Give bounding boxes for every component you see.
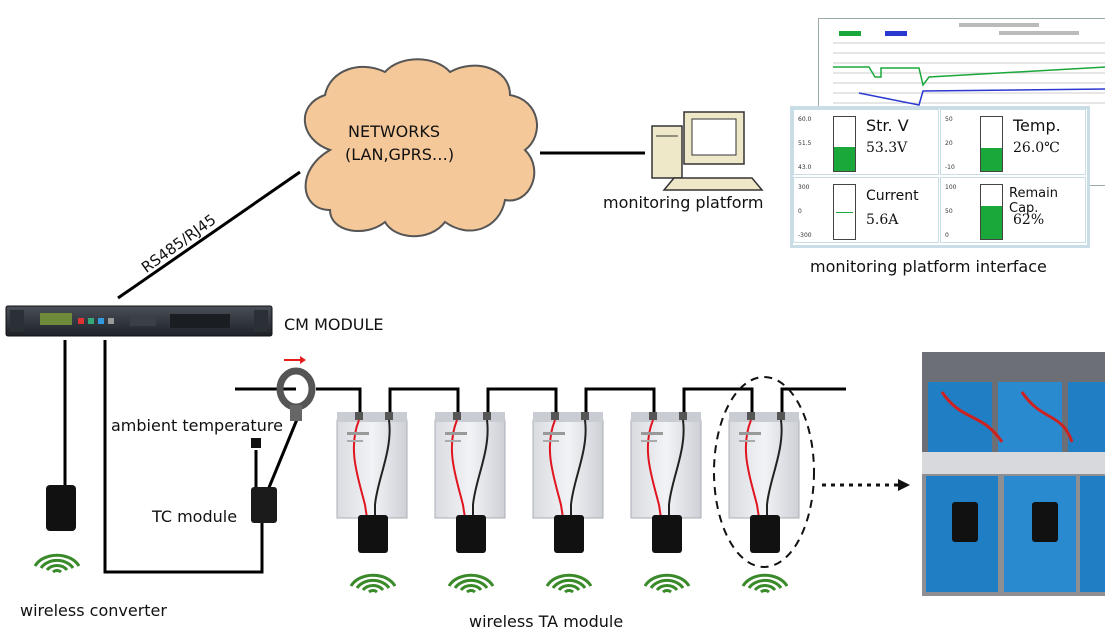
ta-module-device: [358, 515, 388, 553]
wireless-signal-icon: [643, 573, 691, 594]
interconnect-2-3: [486, 387, 558, 416]
battery-rack-photo: [922, 352, 1105, 596]
cloud-label-line1: NETWORKS: [348, 122, 441, 141]
wireless-signal-icon: [447, 573, 495, 594]
monitoring-pc-icon: [651, 111, 764, 191]
monitoring-interface-label: monitoring platform interface: [810, 257, 1047, 276]
busbar-to-cell1: [316, 387, 362, 416]
battery-string: [336, 412, 800, 519]
connection-lines: [63, 151, 846, 574]
voltage-value: 53.3V: [866, 140, 908, 156]
current-tick-min: -300: [798, 232, 812, 239]
monitoring-interface-panel: 60.0 51.5 43.0 Str. V 53.3V 50 20 -10 Te…: [790, 106, 1090, 248]
wireless-signal-icon: [349, 573, 397, 594]
temp-tick-min: -10: [945, 164, 955, 171]
temp-value: 26.0℃: [1013, 140, 1060, 156]
battery-cell: [434, 412, 506, 519]
temp-tick-max: 50: [945, 116, 953, 123]
cloud-label-line2: (LAN,GPRS…): [345, 145, 455, 164]
voltage-tick-min: 43.0: [798, 164, 812, 171]
wireless-converter-device: [46, 485, 76, 531]
current-arrow-icon: [284, 356, 306, 364]
highlight-ellipse: [713, 376, 815, 568]
tc-to-ct-line: [266, 411, 302, 491]
ta-module-device: [652, 515, 682, 553]
voltage-tick-max: 60.0: [798, 116, 812, 123]
remain-tick-min: 0: [945, 232, 949, 239]
rs485-link-line: [117, 170, 301, 300]
busbar-right: [780, 387, 846, 416]
temp-title: Temp.: [1013, 116, 1061, 135]
wireless-signal-icon: [741, 573, 789, 594]
temp-gauge: 50 20 -10 Temp. 26.0℃: [940, 109, 1086, 175]
temp-bar: [980, 116, 1003, 172]
battery-cell: [630, 412, 702, 519]
current-bar: [833, 184, 856, 240]
battery-cell: [532, 412, 604, 519]
interconnect-4-5: [682, 387, 754, 416]
current-sensor-ring: [276, 367, 316, 421]
current-tick-mid: 0: [798, 208, 802, 215]
ta-modules: [358, 515, 780, 553]
network-cloud: [304, 58, 538, 238]
voltage-gauge: 60.0 51.5 43.0 Str. V 53.3V: [793, 109, 939, 175]
current-title: Current: [866, 188, 919, 204]
voltage-title: Str. V: [866, 116, 909, 135]
cm-to-tc-line: [103, 340, 264, 574]
tc-module-label: TC module: [152, 507, 238, 526]
ta-module-device: [456, 515, 486, 553]
remain-tick-max: 100: [945, 184, 957, 191]
ta-module-device: [554, 515, 584, 553]
battery-cell: [336, 412, 408, 519]
wireless-converter-label: wireless converter: [20, 601, 167, 620]
battery-cell: [728, 412, 800, 519]
temp-tick-mid: 20: [945, 140, 953, 147]
interconnect-1-2: [388, 387, 460, 416]
remain-title: Remain Cap.: [1009, 186, 1058, 216]
remain-value: 62%: [1013, 212, 1045, 228]
cm-module-label: CM MODULE: [284, 315, 384, 334]
current-gauge: 300 0 -300 Current 5.6A: [793, 177, 939, 243]
remain-bar: [980, 184, 1003, 240]
dotted-arrow-head: [898, 479, 910, 491]
wireless-ta-module-label: wireless TA module: [469, 612, 624, 631]
current-value: 5.6A: [866, 212, 899, 228]
temperature-sensor-icon: [251, 438, 261, 448]
wireless-signals: [33, 553, 789, 594]
monitoring-platform-label: monitoring platform: [603, 193, 764, 212]
tc-module-device: [251, 487, 277, 523]
ta-module-device: [750, 515, 780, 553]
voltage-tick-mid: 51.5: [798, 140, 812, 147]
remain-tick-mid: 50: [945, 208, 953, 215]
ambient-temperature-label: ambient temperature: [111, 416, 283, 435]
remain-cap-gauge: 100 50 0 Remain Cap. 62%: [940, 177, 1086, 243]
cm-module-device: [5, 305, 273, 337]
wireless-signal-icon: [545, 573, 593, 594]
interconnect-3-4: [584, 387, 656, 416]
wireless-signal-icon: [33, 553, 81, 574]
current-tick-max: 300: [798, 184, 810, 191]
voltage-bar: [833, 116, 856, 172]
